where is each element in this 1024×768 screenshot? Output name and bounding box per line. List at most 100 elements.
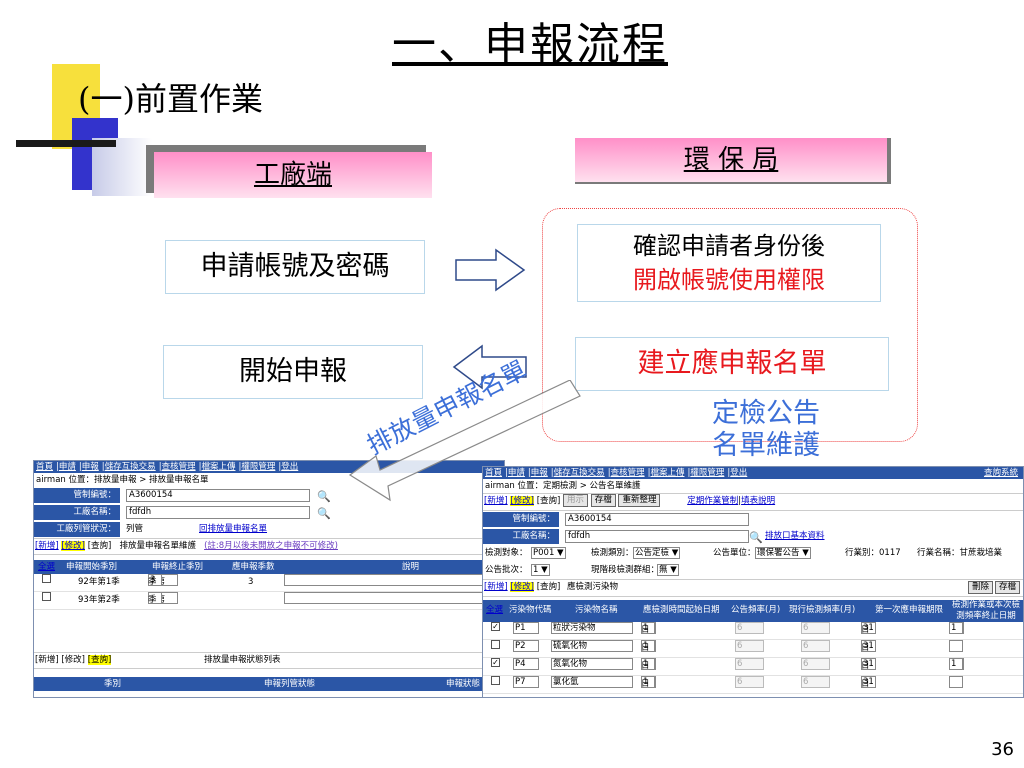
table-row: ✓P1粒狀污染物92年7月1日6693年1月31日93年5月1: [483, 622, 1023, 640]
start-day-input[interactable]: 1: [641, 640, 655, 652]
start-day-input[interactable]: 1: [641, 676, 655, 688]
select-all-link[interactable]: 全選: [486, 605, 504, 615]
save-button-2[interactable]: 存檔: [994, 581, 1020, 594]
search-icon[interactable]: 🔍: [317, 490, 331, 503]
outlet-basic-link[interactable]: 排放口基本資料: [765, 531, 825, 541]
nav-permission[interactable]: 權限管理: [690, 468, 725, 478]
factory-name-input[interactable]: fdfdh: [126, 506, 310, 519]
annotation-line1: 定檢公告: [712, 398, 820, 429]
epb-header: 環 保 局: [575, 138, 887, 182]
step-build-list: 建立應申報名單: [575, 337, 889, 391]
end-quarter-input[interactable]: [148, 592, 162, 604]
section-title: 排放量申報名單維護: [119, 541, 196, 551]
nav-permission[interactable]: 權限管理: [241, 462, 276, 472]
periodic-link[interactable]: 定期作業管制: [687, 496, 739, 506]
new-button[interactable]: [新增]: [35, 541, 59, 551]
table-header: 全選 申報開始季別 申報終止季別 應申報季數 說明: [34, 560, 504, 574]
factory-name-input[interactable]: fdfdh: [565, 530, 749, 543]
breadcrumb: airman 位置：定期檢測 > 公告名單維護: [485, 481, 641, 491]
end-day-input[interactable]: [949, 640, 963, 652]
nav-query-system[interactable]: 查詢系統: [983, 468, 1018, 478]
end-day-input[interactable]: [949, 676, 963, 688]
nav-report[interactable]: 申報: [81, 462, 99, 472]
deadline-day-input[interactable]: 31: [861, 622, 876, 634]
query-button-2[interactable]: [查詢]: [87, 655, 112, 665]
unit-label: 公告單位：: [713, 548, 756, 558]
nav-trade[interactable]: 儲存互換交易: [553, 468, 605, 478]
toolbar-2: [新增] [修改] [查詢] 排放量申報狀態列表: [34, 652, 504, 669]
group-select[interactable]: 無 ▼: [657, 564, 679, 576]
query-button[interactable]: [查詢]: [536, 496, 561, 506]
deadline-day-input[interactable]: 31: [861, 676, 876, 688]
batch-select[interactable]: 1 ▼: [531, 564, 550, 576]
nav-logout[interactable]: 登出: [730, 468, 748, 478]
select-all-link[interactable]: 全選: [38, 562, 56, 572]
col-end-date: 檢測作業或本次檢測頻率終止日期: [951, 600, 1020, 621]
refresh-button[interactable]: 重新整理: [618, 494, 661, 507]
target-select[interactable]: P001 ▼: [531, 547, 566, 559]
field-label: 工廠名稱：: [483, 529, 559, 544]
edit-button-2[interactable]: [修改]: [510, 582, 534, 592]
field-label: 管制編號：: [483, 512, 559, 527]
query-button[interactable]: [查詢]: [87, 541, 112, 551]
step-start-report: 開始申報: [163, 345, 423, 399]
deadline-day-input[interactable]: 31: [861, 640, 876, 652]
filter-row-1: 檢測對象： P001 ▼ 檢測類別： 公告定檢 ▼ 公告單位： 環保署公告 ▼ …: [483, 545, 1023, 562]
decor-gradient-square: [92, 138, 152, 196]
nav-home[interactable]: 首頁: [36, 462, 54, 472]
field-label: 工廠名稱：: [34, 505, 120, 520]
right-arrow-icon: [455, 248, 526, 292]
start-day-input[interactable]: 1: [641, 622, 655, 634]
nav-logout[interactable]: 登出: [281, 462, 299, 472]
unit-select[interactable]: 環保署公告 ▼: [755, 547, 811, 559]
nav-apply[interactable]: 申請: [507, 468, 525, 478]
nav-trade[interactable]: 儲存互換交易: [104, 462, 156, 472]
control-no-input[interactable]: A3600154: [565, 513, 749, 526]
start-day-input[interactable]: 1: [641, 658, 655, 670]
col-pollutant-name: 污染物名稱: [575, 605, 618, 615]
nav-bar: 首頁|申請|申報|儲存互換交易|查核管理|檔案上傳|權限管理|登出 查詢系統: [483, 467, 1023, 479]
use-button[interactable]: 用示: [563, 494, 589, 507]
field-control-no: 管制編號： A3600154: [483, 511, 1023, 528]
field-status: 工廠列管狀況： 列管 回排放量申報名單: [34, 521, 504, 538]
end-day-input[interactable]: 1: [949, 622, 963, 634]
edit-button[interactable]: [修改]: [61, 541, 85, 551]
nav-home[interactable]: 首頁: [485, 468, 503, 478]
control-no-input[interactable]: A3600154: [126, 489, 310, 502]
batch-label: 公告批次：: [485, 565, 528, 575]
end-day-input[interactable]: 1: [949, 658, 963, 670]
nav-audit[interactable]: 查核管理: [161, 462, 196, 472]
annotation-line2: 名單維護: [712, 430, 820, 461]
table-row: P7氯化氫92年7月1日6693年1月31日年月: [483, 676, 1023, 694]
table-row: 92年第1季 92 年第 3 季 3: [34, 574, 504, 592]
nav-upload[interactable]: 檔案上傳: [650, 468, 685, 478]
new-button-2[interactable]: [新增]: [484, 582, 508, 592]
search-icon[interactable]: 🔍: [317, 507, 331, 520]
search-icon[interactable]: 🔍: [749, 531, 763, 544]
table-row: ✓P4氮氧化物92年7月1日6693年1月31日93年5月1: [483, 658, 1023, 676]
nav-upload[interactable]: 檔案上傳: [201, 462, 236, 472]
nav-audit[interactable]: 查核管理: [610, 468, 645, 478]
nav-report[interactable]: 申報: [530, 468, 548, 478]
edit-button-2[interactable]: [修改]: [61, 655, 85, 665]
save-button[interactable]: 存檔: [590, 494, 616, 507]
back-link[interactable]: 回排放量申報名單: [199, 524, 268, 534]
table-header-2: 季別 申報列管狀態 申報狀態: [34, 677, 504, 691]
epb-region: [542, 208, 918, 442]
table-row: 93年第2季 年第 季: [34, 592, 504, 610]
nav-apply[interactable]: 申請: [58, 462, 76, 472]
edit-button[interactable]: [修改]: [510, 496, 534, 506]
delete-button[interactable]: 刪除: [967, 581, 993, 594]
new-button[interactable]: [新增]: [484, 496, 508, 506]
new-button-2[interactable]: [新增]: [35, 655, 59, 665]
end-quarter-input[interactable]: 3: [148, 574, 162, 586]
report-guide-link[interactable]: 填表說明: [741, 496, 776, 506]
filter-row-2: 公告批次： 1 ▼ 現階段檢測群組： 無 ▼: [483, 562, 1023, 579]
col-start-date: 應檢測時間起始日期: [643, 605, 720, 615]
start-season: 92年第1季: [78, 577, 120, 587]
slide-title: 一、申報流程: [392, 19, 668, 70]
deadline-day-input[interactable]: 31: [861, 658, 876, 670]
decor-line: [16, 140, 116, 147]
type-select[interactable]: 公告定檢 ▼: [633, 547, 681, 559]
query-button-2[interactable]: [查詢]: [536, 582, 561, 592]
